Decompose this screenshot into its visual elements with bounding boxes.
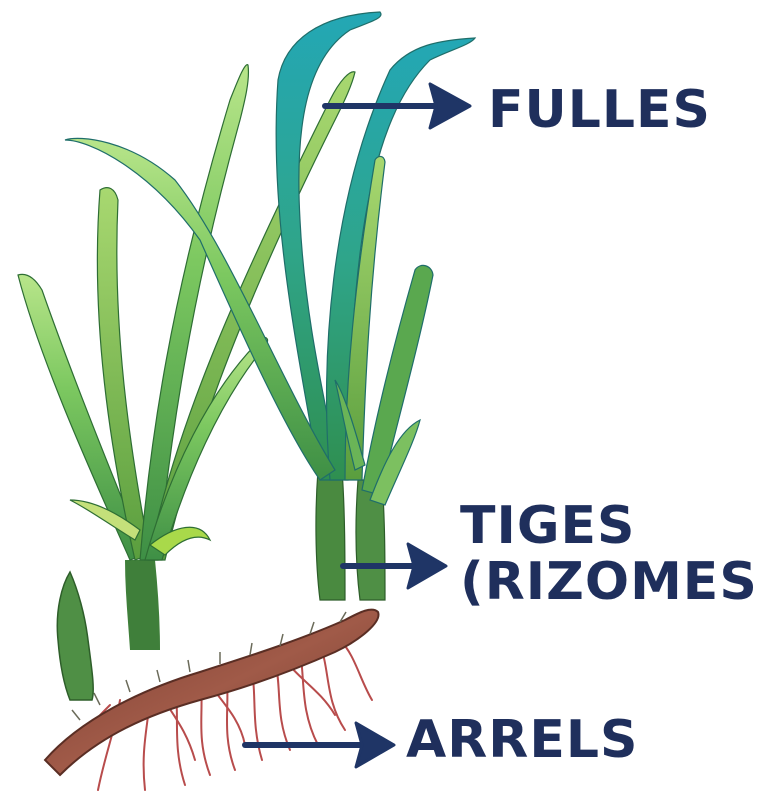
left-stem	[125, 560, 160, 650]
right-stem-1	[316, 470, 345, 600]
label-fulles-text: FULLES	[488, 82, 711, 138]
arrow-arrels	[245, 723, 394, 767]
label-arrels-text: ARRELS	[406, 712, 638, 768]
rhizome	[45, 610, 378, 775]
label-arrels: ARRELS	[406, 712, 638, 768]
label-rizomes-text: (RIZOMES)	[460, 554, 758, 610]
small-shoot	[57, 572, 93, 700]
label-fulles: FULLES	[488, 82, 711, 138]
label-tiges-text: TIGES	[460, 498, 758, 554]
label-tiges: TIGES (RIZOMES)	[460, 498, 758, 610]
